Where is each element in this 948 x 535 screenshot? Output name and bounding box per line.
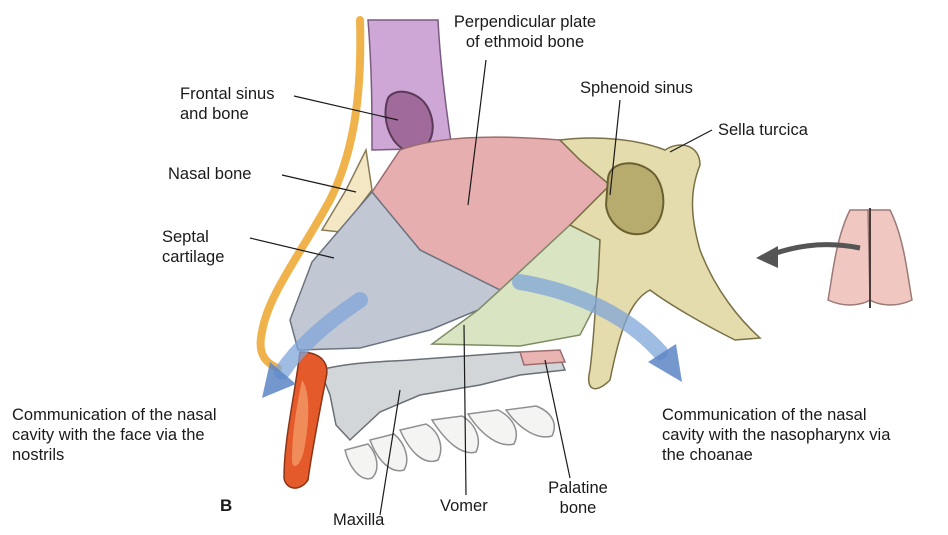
label-sphenoid-sinus: Sphenoid sinus bbox=[580, 78, 693, 98]
palatine-bone bbox=[520, 350, 565, 365]
label-nasal-bone: Nasal bone bbox=[168, 164, 251, 184]
inset-arrowhead bbox=[756, 246, 778, 268]
sphenoid-sinus-cavity bbox=[606, 163, 663, 234]
label-palatine-bone: Palatine bone bbox=[538, 478, 618, 518]
label-communication-face: Communication of the nasal cavity with t… bbox=[12, 405, 217, 465]
panel-letter: B bbox=[220, 496, 232, 516]
teeth bbox=[345, 406, 554, 479]
label-sella-turcica: Sella turcica bbox=[718, 120, 808, 140]
inset-nasal-view bbox=[828, 208, 912, 308]
label-frontal-sinus: Frontal sinus and bone bbox=[180, 84, 274, 124]
label-vomer: Vomer bbox=[440, 496, 488, 516]
label-communication-nasopharynx: Communication of the nasal cavity with t… bbox=[662, 405, 890, 465]
label-maxilla: Maxilla bbox=[333, 510, 384, 530]
label-septal-cartilage: Septal cartilage bbox=[162, 227, 224, 267]
label-perpendicular-plate: Perpendicular plate of ethmoid bone bbox=[430, 12, 620, 52]
